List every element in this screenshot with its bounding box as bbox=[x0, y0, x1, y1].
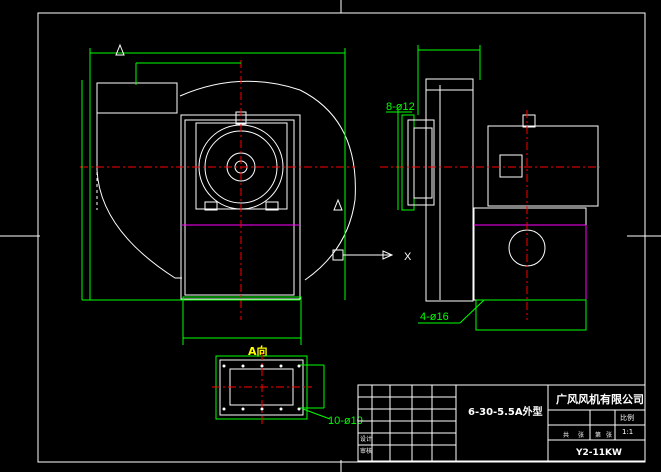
front-view[interactable]: X bbox=[80, 43, 412, 345]
outlet-duct bbox=[96, 82, 178, 114]
title-company: 广风风机有限公司 bbox=[556, 392, 644, 406]
side-dimensions bbox=[397, 45, 587, 330]
drawing-border bbox=[37, 12, 646, 463]
svg-text:共: 共 bbox=[563, 431, 569, 439]
svg-text:张: 张 bbox=[578, 431, 584, 439]
side-casing bbox=[425, 78, 474, 302]
title-model: 6-30-5.5A外型 bbox=[468, 405, 543, 418]
view-label-a: A向 bbox=[248, 344, 268, 358]
callout-bolts-outlet: 10-ø10 bbox=[328, 415, 363, 427]
callout-bolts-top: 8-ø12 bbox=[386, 101, 415, 113]
title-scale-label: 比例 bbox=[620, 413, 634, 422]
svg-text:审核: 审核 bbox=[360, 447, 372, 455]
callout-bolts-foot: 4-ø16 bbox=[420, 311, 449, 323]
svg-text:设计: 设计 bbox=[360, 435, 372, 443]
title-block bbox=[357, 384, 646, 462]
svg-text:第: 第 bbox=[595, 431, 601, 439]
side-view[interactable]: 8-ø12 4-ø16 bbox=[380, 45, 600, 331]
title-scale-value: 1:1 bbox=[622, 428, 633, 436]
title-small-labels: 设计 审核 共 张 第 张 bbox=[360, 431, 612, 455]
svg-text:张: 张 bbox=[606, 431, 612, 439]
scroll-casing bbox=[96, 83, 182, 279]
base-foot bbox=[182, 296, 302, 339]
front-dimensions bbox=[81, 48, 346, 345]
a-direction-view[interactable]: A向 10-ø10 bbox=[212, 344, 363, 427]
arrow-icon bbox=[115, 43, 125, 56]
axis-label-x: X bbox=[404, 251, 412, 263]
title-motor: Y2-11KW bbox=[575, 448, 622, 458]
side-motor bbox=[487, 125, 599, 207]
scroll-arc bbox=[179, 80, 356, 281]
